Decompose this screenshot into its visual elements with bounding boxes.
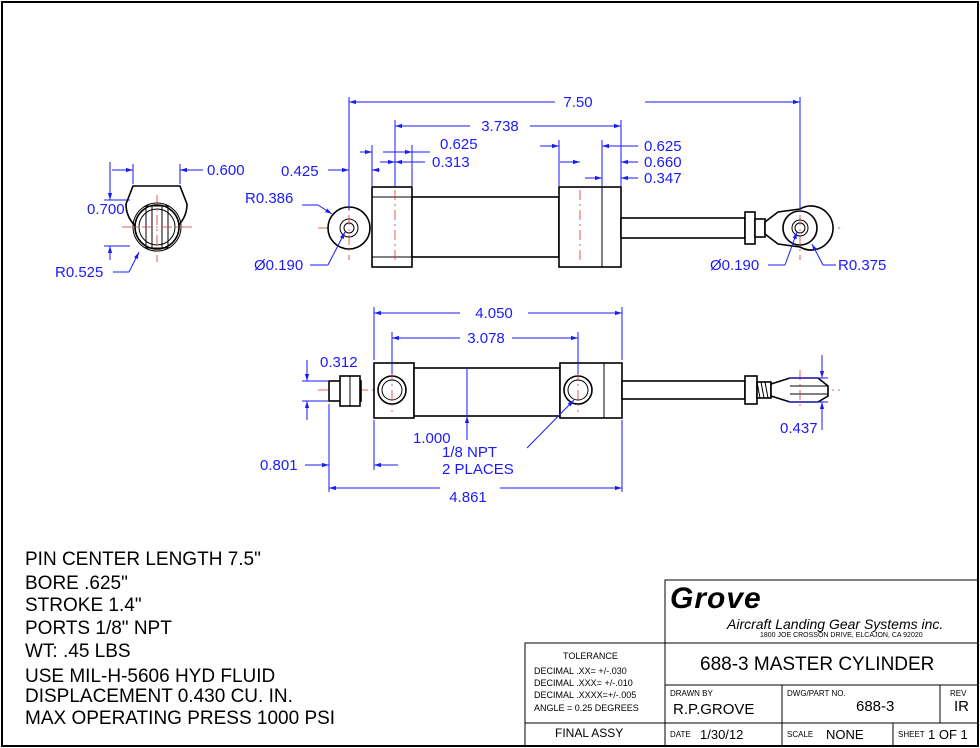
note-displacement: DISPLACEMENT 0.430 CU. IN. <box>25 686 293 707</box>
sheet-value: 1 OF 1 <box>928 727 968 742</box>
dim-0-660: 0.660 <box>644 154 682 171</box>
tolerance-4-place: DECIMAL .XXXX=+/-.005 <box>534 690 637 700</box>
dim-0-437: 0.437 <box>780 420 818 437</box>
dwg-no-label: DWG/PART NO. <box>787 689 846 698</box>
dim-r0-375: R0.375 <box>838 257 886 274</box>
dim-4-861: 4.861 <box>449 489 487 506</box>
dim-3-738: 3.738 <box>481 118 519 135</box>
dim-0-425: 0.425 <box>281 163 319 180</box>
company-address: 1800 JOE CROSSON DRIVE, ELCAJON, CA 9202… <box>760 632 923 639</box>
note-pressure: MAX OPERATING PRESS 1000 PSI <box>25 708 336 729</box>
dim-0-625-left: 0.625 <box>440 136 478 153</box>
rev-value: IR <box>954 698 969 715</box>
dim-3-078: 3.078 <box>467 330 505 347</box>
dim-4-050: 4.050 <box>475 305 513 322</box>
dim-dia-0-190-left: Ø0.190 <box>254 257 303 274</box>
dim-r0-525: R0.525 <box>55 264 103 281</box>
assy-label: FINAL ASSY <box>555 726 624 740</box>
dim-npt: 1/8 NPT <box>442 444 497 461</box>
scale-value: NONE <box>826 727 864 742</box>
note-stroke: STROKE 1.4" <box>25 595 142 616</box>
dim-0-312: 0.312 <box>320 354 358 371</box>
note-ports: PORTS 1/8" NPT <box>25 618 172 639</box>
dim-dia-0-190-right: Ø0.190 <box>710 257 759 274</box>
title-block-frame <box>524 579 979 747</box>
company-logo: Grove <box>670 582 762 615</box>
tolerance-angle: ANGLE = 0.25 DEGREES <box>534 703 639 713</box>
dim-0-347: 0.347 <box>644 170 682 187</box>
tolerance-title: TOLERANCE <box>563 651 618 661</box>
dim-0-625-right: 0.625 <box>644 138 682 155</box>
dwg-no-value: 688-3 <box>856 698 895 715</box>
tolerance-2-place: DECIMAL .XX= +/-.030 <box>534 666 627 676</box>
dim-0-313: 0.313 <box>432 154 470 171</box>
note-fluid: USE MIL-H-5606 HYD FLUID <box>25 666 276 687</box>
tolerance-3-place: DECIMAL .XXX= +/-.010 <box>534 678 633 688</box>
dim-0-700: 0.700 <box>87 201 125 218</box>
note-pin-center: PIN CENTER LENGTH 7.5" <box>25 549 261 570</box>
note-weight: WT: .45 LBS <box>25 641 131 662</box>
dim-r0-386: R0.386 <box>245 190 293 207</box>
dimension-labels: 7.50 3.738 0.625 0.313 0.425 0.625 0.660… <box>55 94 886 506</box>
rev-label: REV <box>950 689 967 698</box>
scale-label: SCALE <box>787 730 814 739</box>
company-name: Aircraft Landing Gear Systems inc. <box>727 616 944 632</box>
dim-npt-places: 2 PLACES <box>442 461 514 478</box>
dim-7-50: 7.50 <box>563 94 592 111</box>
drawn-by-value: R.P.GROVE <box>673 701 755 718</box>
date-label: DATE <box>670 730 691 739</box>
dim-1-000: 1.000 <box>413 430 451 447</box>
drawn-by-label: DRAWN BY <box>670 689 713 698</box>
drawing-title: 688-3 MASTER CYLINDER <box>700 654 935 675</box>
note-bore: BORE .625" <box>25 573 128 594</box>
date-value: 1/30/12 <box>700 727 744 742</box>
end-view <box>104 162 203 273</box>
side-view <box>302 307 840 492</box>
sheet-label: SHEET <box>898 730 925 739</box>
dim-0-801: 0.801 <box>260 457 298 474</box>
dim-0-600: 0.600 <box>207 162 245 179</box>
top-view <box>302 97 840 268</box>
